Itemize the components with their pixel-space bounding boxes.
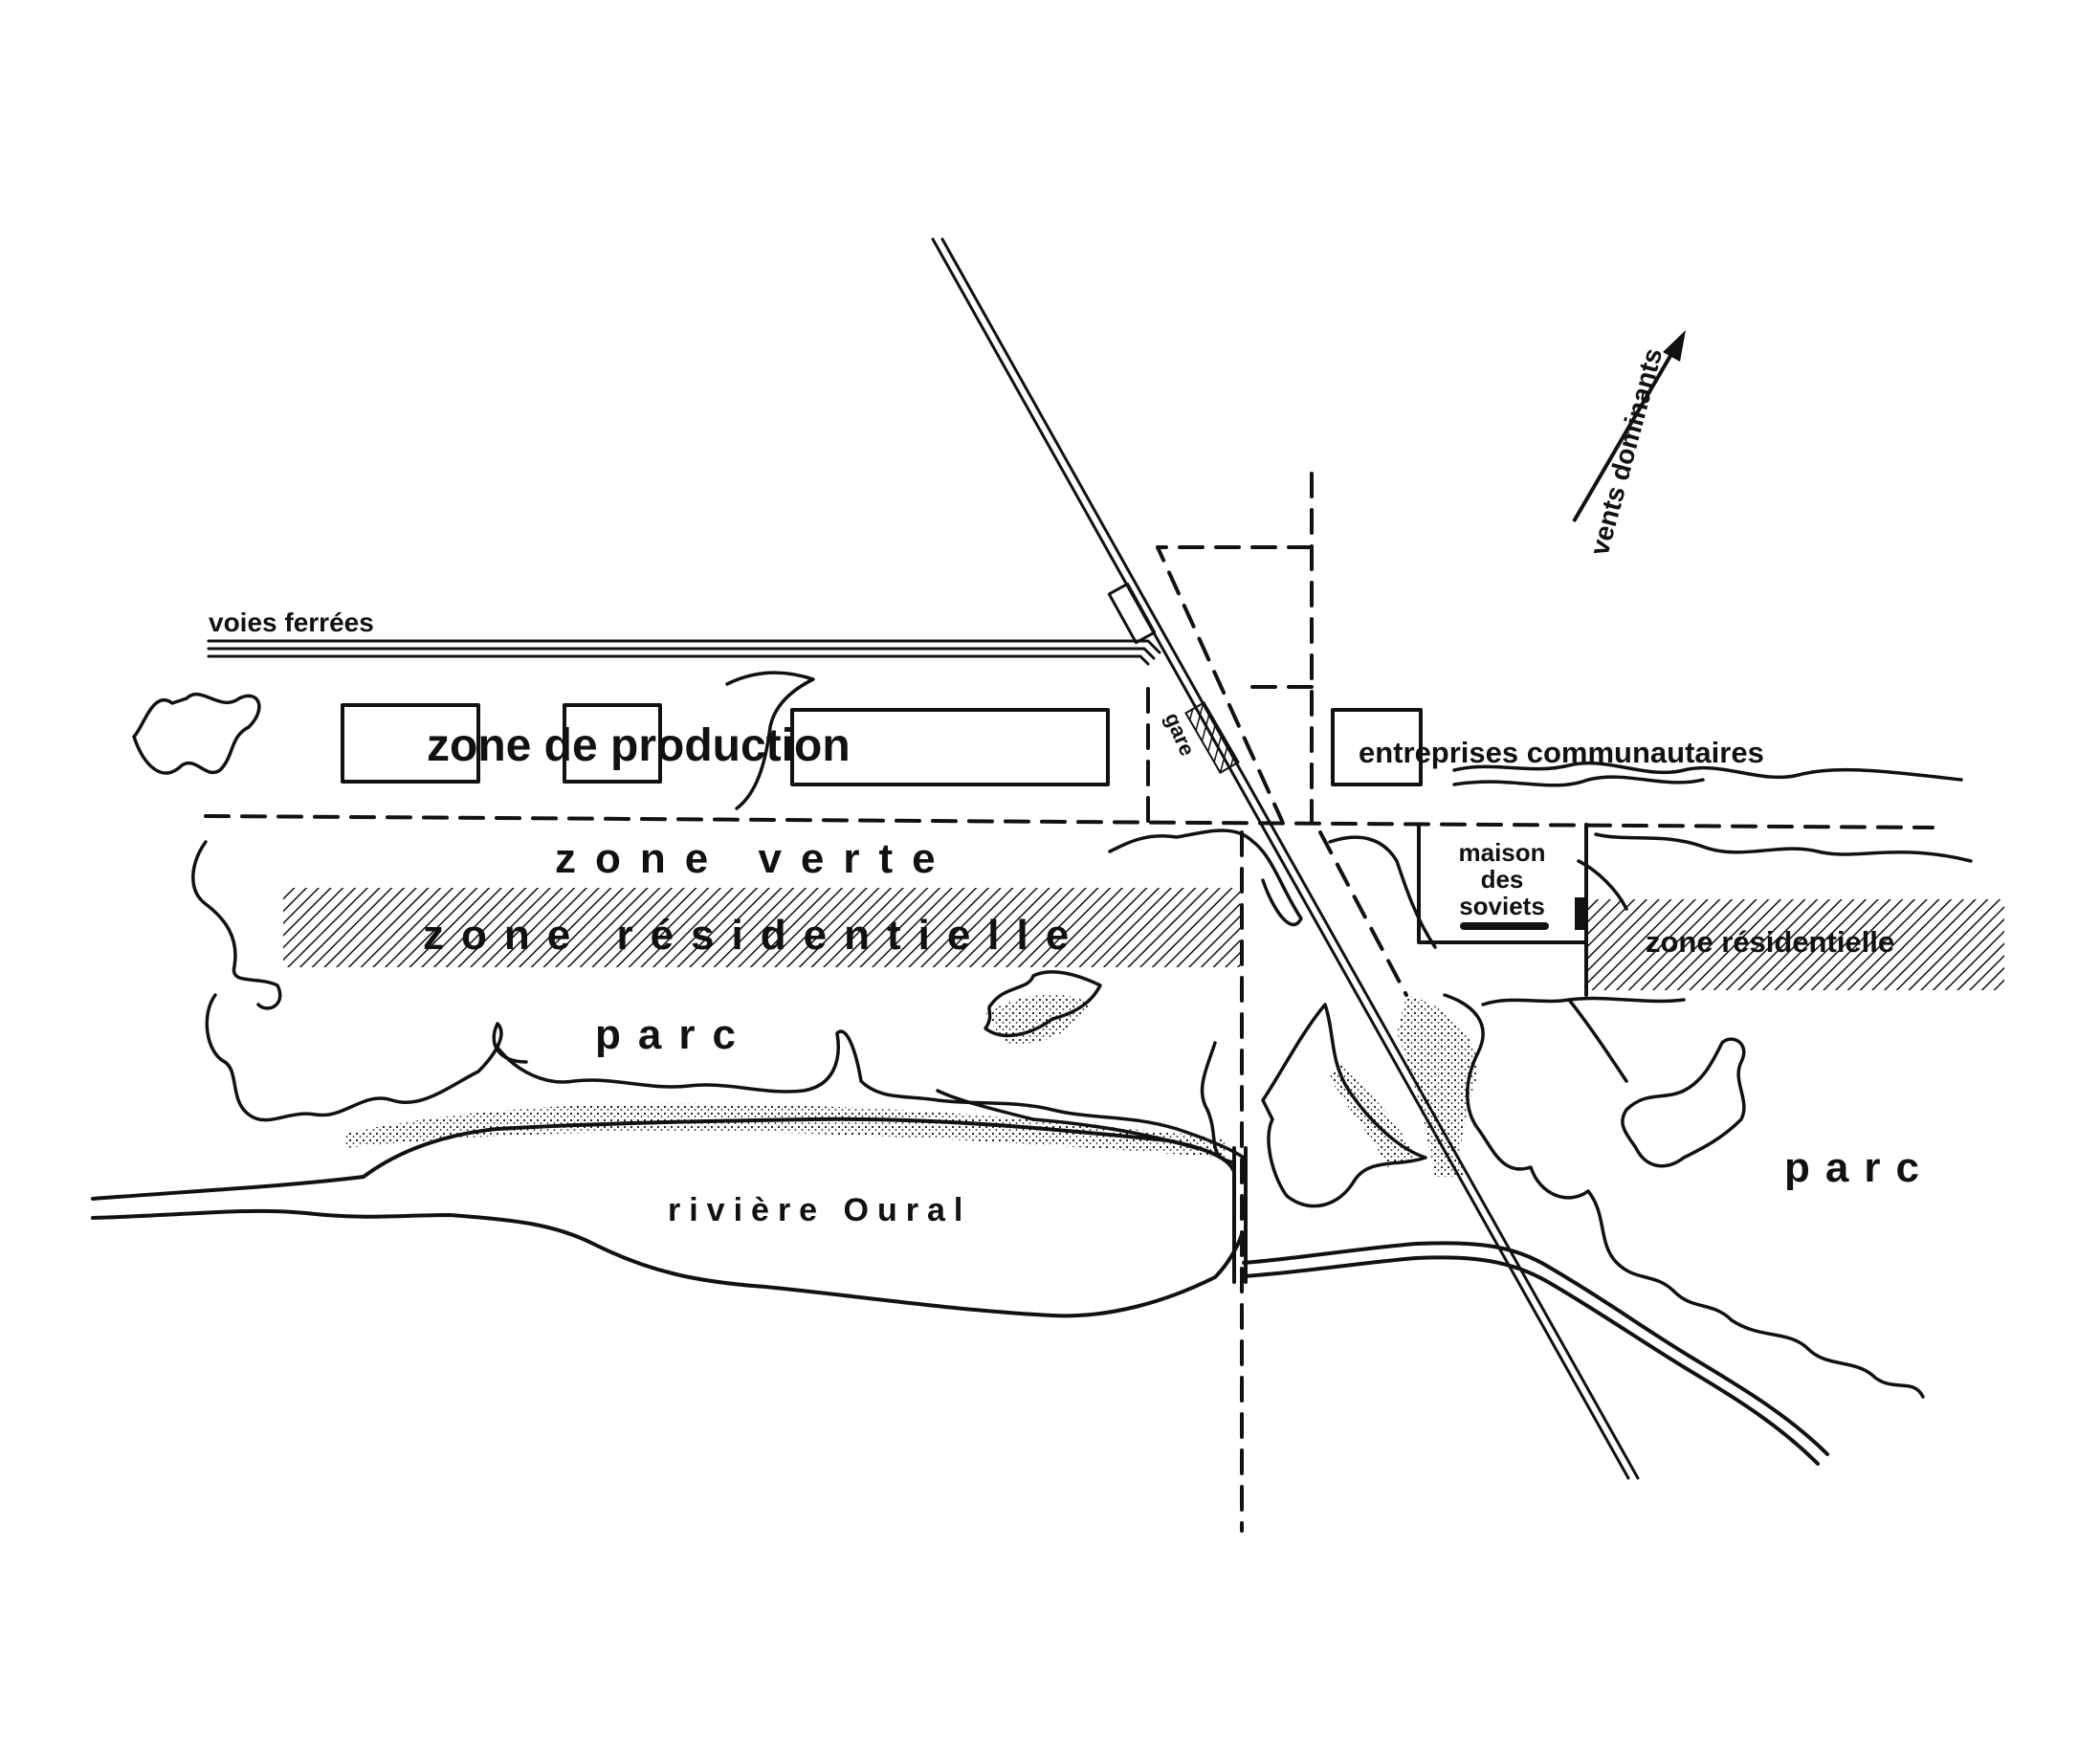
label-zone-verte: zone verte	[555, 835, 955, 882]
label-zone-residentielle-east: zone résidentielle	[1646, 925, 1894, 959]
label-parc-east: parc	[1784, 1144, 1934, 1191]
zone-boundaries	[204, 472, 1934, 1533]
gare-block	[1184, 700, 1240, 775]
wind-arrow	[1572, 330, 1686, 523]
railway-tracks	[207, 639, 1161, 666]
residential-zone-hatch-east	[1588, 899, 2004, 990]
woods-stipple-east	[1397, 995, 1478, 1177]
label-zone-residentielle-main: zone résidentielle	[423, 912, 1086, 959]
label-maison-line3: soviets	[1459, 892, 1545, 920]
station-platform	[1107, 582, 1157, 645]
oural-river	[91, 1116, 1829, 1466]
maison-side-mark	[1575, 897, 1584, 930]
label-riviere-oural: rivière Oural	[668, 1192, 971, 1228]
riverbank-stipple	[344, 1103, 1225, 1158]
label-maison-line1: maison	[1458, 838, 1545, 867]
label-vents-dominants: vents dominants	[1584, 345, 1669, 559]
woods-stipple-west	[985, 994, 1091, 1044]
label-maison-line2: des	[1481, 865, 1524, 894]
label-parc-west: parc	[595, 1011, 753, 1058]
residential-zone-hatch-west	[283, 888, 1240, 967]
production-buildings	[341, 703, 1423, 786]
maison-des-soviets	[1417, 823, 1588, 997]
label-zone-production: zone de production	[427, 720, 851, 771]
label-voies-ferrees: voies ferrées	[209, 608, 374, 637]
wooded-outlines	[132, 671, 1973, 1399]
label-entreprises-communautaires: entreprises communautaires	[1359, 736, 1764, 769]
